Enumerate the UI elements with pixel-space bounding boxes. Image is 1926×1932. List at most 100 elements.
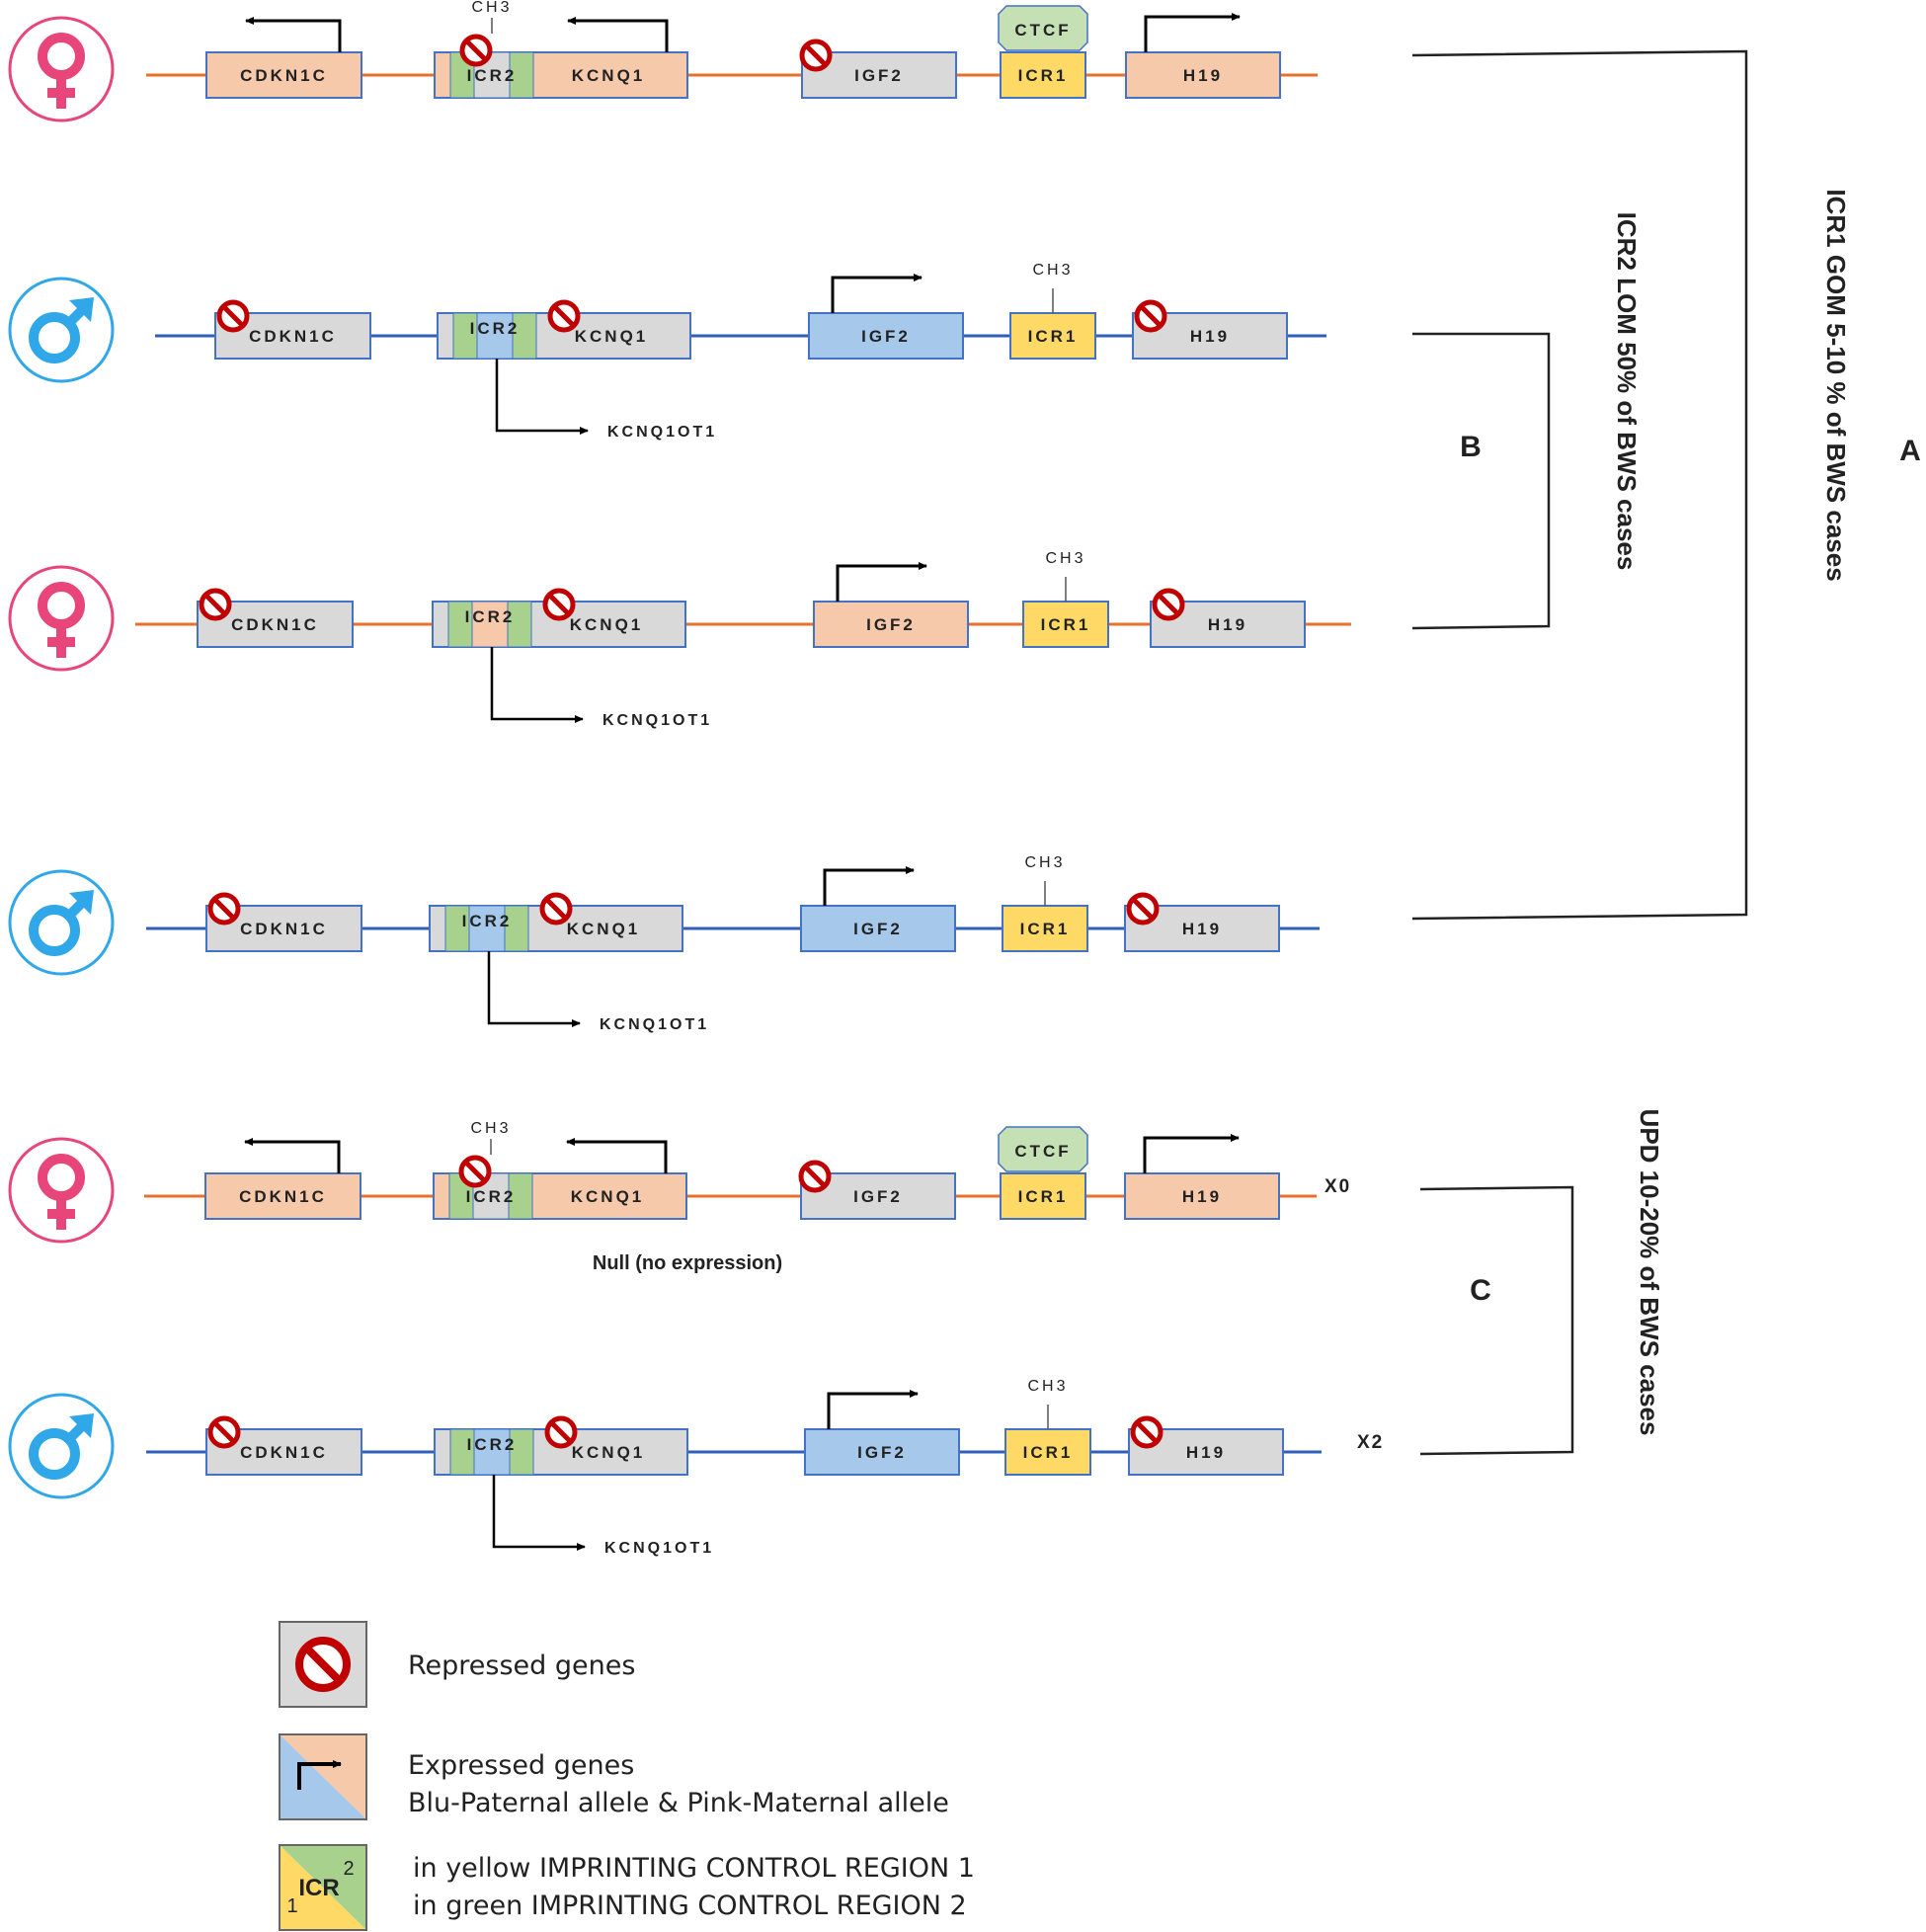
kcnq1ot1-arrow-icon xyxy=(487,951,581,1027)
icr1-label: ICR1 xyxy=(1023,1443,1074,1462)
bracket-b: ICR2 LOM 50% of BWS cases B xyxy=(1411,212,1642,630)
gene-cdkn1c-label: CDKN1C xyxy=(249,327,337,346)
icr2-flank xyxy=(504,905,529,952)
kcnq1ot1-label: KCNQ1OT1 xyxy=(604,1540,714,1557)
female-symbol-icon xyxy=(10,567,113,670)
legend-icr-num1: 1 xyxy=(286,1895,297,1917)
bracket-c-label: UPD 10-20% of BWS cases xyxy=(1635,1109,1664,1436)
block-icon xyxy=(545,591,573,618)
legend-icr: ICR 1 2 in yellow IMPRINTING CONTROL REG… xyxy=(279,1844,975,1931)
icr1-label: ICR1 xyxy=(1018,66,1069,85)
block-icon xyxy=(210,895,238,923)
gene-h19-label: H19 xyxy=(1186,1443,1226,1462)
bracket-a: ICR1 GOM 5-10 % of BWS cases A xyxy=(1411,49,1921,921)
icr2-core xyxy=(471,601,509,648)
gene-igf2 xyxy=(804,1428,960,1476)
expression-arrow-icon xyxy=(831,274,923,313)
gene-h19-label: H19 xyxy=(1182,920,1222,938)
copy-number-label: X2 xyxy=(1357,1432,1384,1453)
gene-h19-label: H19 xyxy=(1208,615,1247,634)
gene-h19 xyxy=(1125,51,1281,99)
block-icon xyxy=(1129,895,1157,923)
icr2-flank xyxy=(508,1172,533,1220)
icr2-flank xyxy=(512,312,537,360)
icr2-flank xyxy=(452,312,478,360)
expression-arrow-icon xyxy=(823,866,915,906)
female-symbol-icon xyxy=(10,18,113,121)
block-icon xyxy=(1137,302,1164,330)
legend-icr-line1: in yellow IMPRINTING CONTROL REGION 1 xyxy=(413,1853,975,1884)
gene-kcnq1-label: KCNQ1 xyxy=(567,920,641,938)
gene-cdkn1c xyxy=(205,51,362,99)
kcnq1ot1-arrow-icon xyxy=(492,1475,586,1551)
bracket-c-letter: C xyxy=(1470,1274,1491,1307)
block-icon xyxy=(210,1418,238,1446)
icr1 xyxy=(1000,1172,1086,1220)
expression-arrow-icon xyxy=(1143,1134,1240,1173)
expression-arrow-icon xyxy=(245,17,342,52)
icr1 xyxy=(1000,51,1086,99)
ch3-label: CH3 xyxy=(1032,262,1073,279)
kcnq1ot1-arrow-icon xyxy=(495,359,589,435)
gene-h19-label: H19 xyxy=(1183,66,1223,85)
block-icon xyxy=(801,1163,829,1190)
icr2-flank xyxy=(444,905,470,952)
legend-icr-line2: in green IMPRINTING CONTROL REGION 2 xyxy=(413,1891,967,1921)
block-icon xyxy=(802,41,830,69)
gene-cdkn1c xyxy=(204,1172,361,1220)
gene-kcnq1-label: KCNQ1 xyxy=(571,1187,645,1206)
icr2-label: ICR2 xyxy=(465,607,516,626)
gene-igf2 xyxy=(808,312,964,360)
female-symbol-icon xyxy=(10,1139,113,1242)
legend-repressed-label: Repressed genes xyxy=(408,1650,635,1681)
expression-arrow-icon xyxy=(244,1138,341,1173)
legend-expressed: Expressed genes Blu-Paternal allele & Pi… xyxy=(279,1733,949,1820)
block-icon xyxy=(201,591,229,618)
expression-arrow-icon xyxy=(566,1138,668,1173)
icr2-flank xyxy=(448,1172,474,1220)
block-icon xyxy=(462,37,490,64)
gene-cdkn1c-label: CDKN1C xyxy=(240,66,328,85)
icr2-label: ICR2 xyxy=(462,912,513,930)
bracket-a-letter: A xyxy=(1899,435,1921,467)
ch3-label: CH3 xyxy=(1045,550,1085,567)
icr2-core xyxy=(473,51,511,99)
block-icon xyxy=(547,1418,575,1446)
gene-cdkn1c-label: CDKN1C xyxy=(239,1187,327,1206)
block-icon xyxy=(1155,591,1182,618)
gene-igf2-label: IGF2 xyxy=(854,66,904,85)
gene-cdkn1c-label: CDKN1C xyxy=(231,615,319,634)
bracket-b-letter: B xyxy=(1460,431,1482,463)
gene-kcnq1-label: KCNQ1 xyxy=(572,1443,646,1462)
icr1-label: ICR1 xyxy=(1028,327,1079,346)
gene-igf2 xyxy=(813,601,969,648)
icr2-label: ICR2 xyxy=(470,319,521,338)
male-symbol-icon xyxy=(10,279,113,381)
icr2-core xyxy=(473,1428,511,1476)
ch3-label: CH3 xyxy=(1027,1378,1068,1395)
icr2-flank xyxy=(447,601,473,648)
kcnq1ot1-label: KCNQ1OT1 xyxy=(602,712,712,729)
ch3-label: CH3 xyxy=(470,1120,511,1137)
null-expression-label: Null (no expression) xyxy=(593,1252,782,1274)
block-icon xyxy=(461,1158,489,1185)
expression-arrow-icon xyxy=(1144,13,1241,52)
icr2-label: ICR2 xyxy=(467,66,518,85)
ch3-label: CH3 xyxy=(471,0,512,16)
gene-igf2 xyxy=(800,905,956,952)
gene-kcnq1-label: KCNQ1 xyxy=(572,66,646,85)
legend-icr-box-text: ICR xyxy=(298,1875,339,1901)
ctcf-label: CTCF xyxy=(1014,21,1071,40)
legend-expressed-swatch xyxy=(279,1733,367,1820)
bracket-a-label: ICR1 GOM 5-10 % of BWS cases xyxy=(1821,189,1851,581)
gene-igf2-label: IGF2 xyxy=(866,615,916,634)
gene-kcnq1-label: KCNQ1 xyxy=(575,327,649,346)
male-symbol-icon xyxy=(10,1395,113,1497)
block-icon xyxy=(219,302,247,330)
